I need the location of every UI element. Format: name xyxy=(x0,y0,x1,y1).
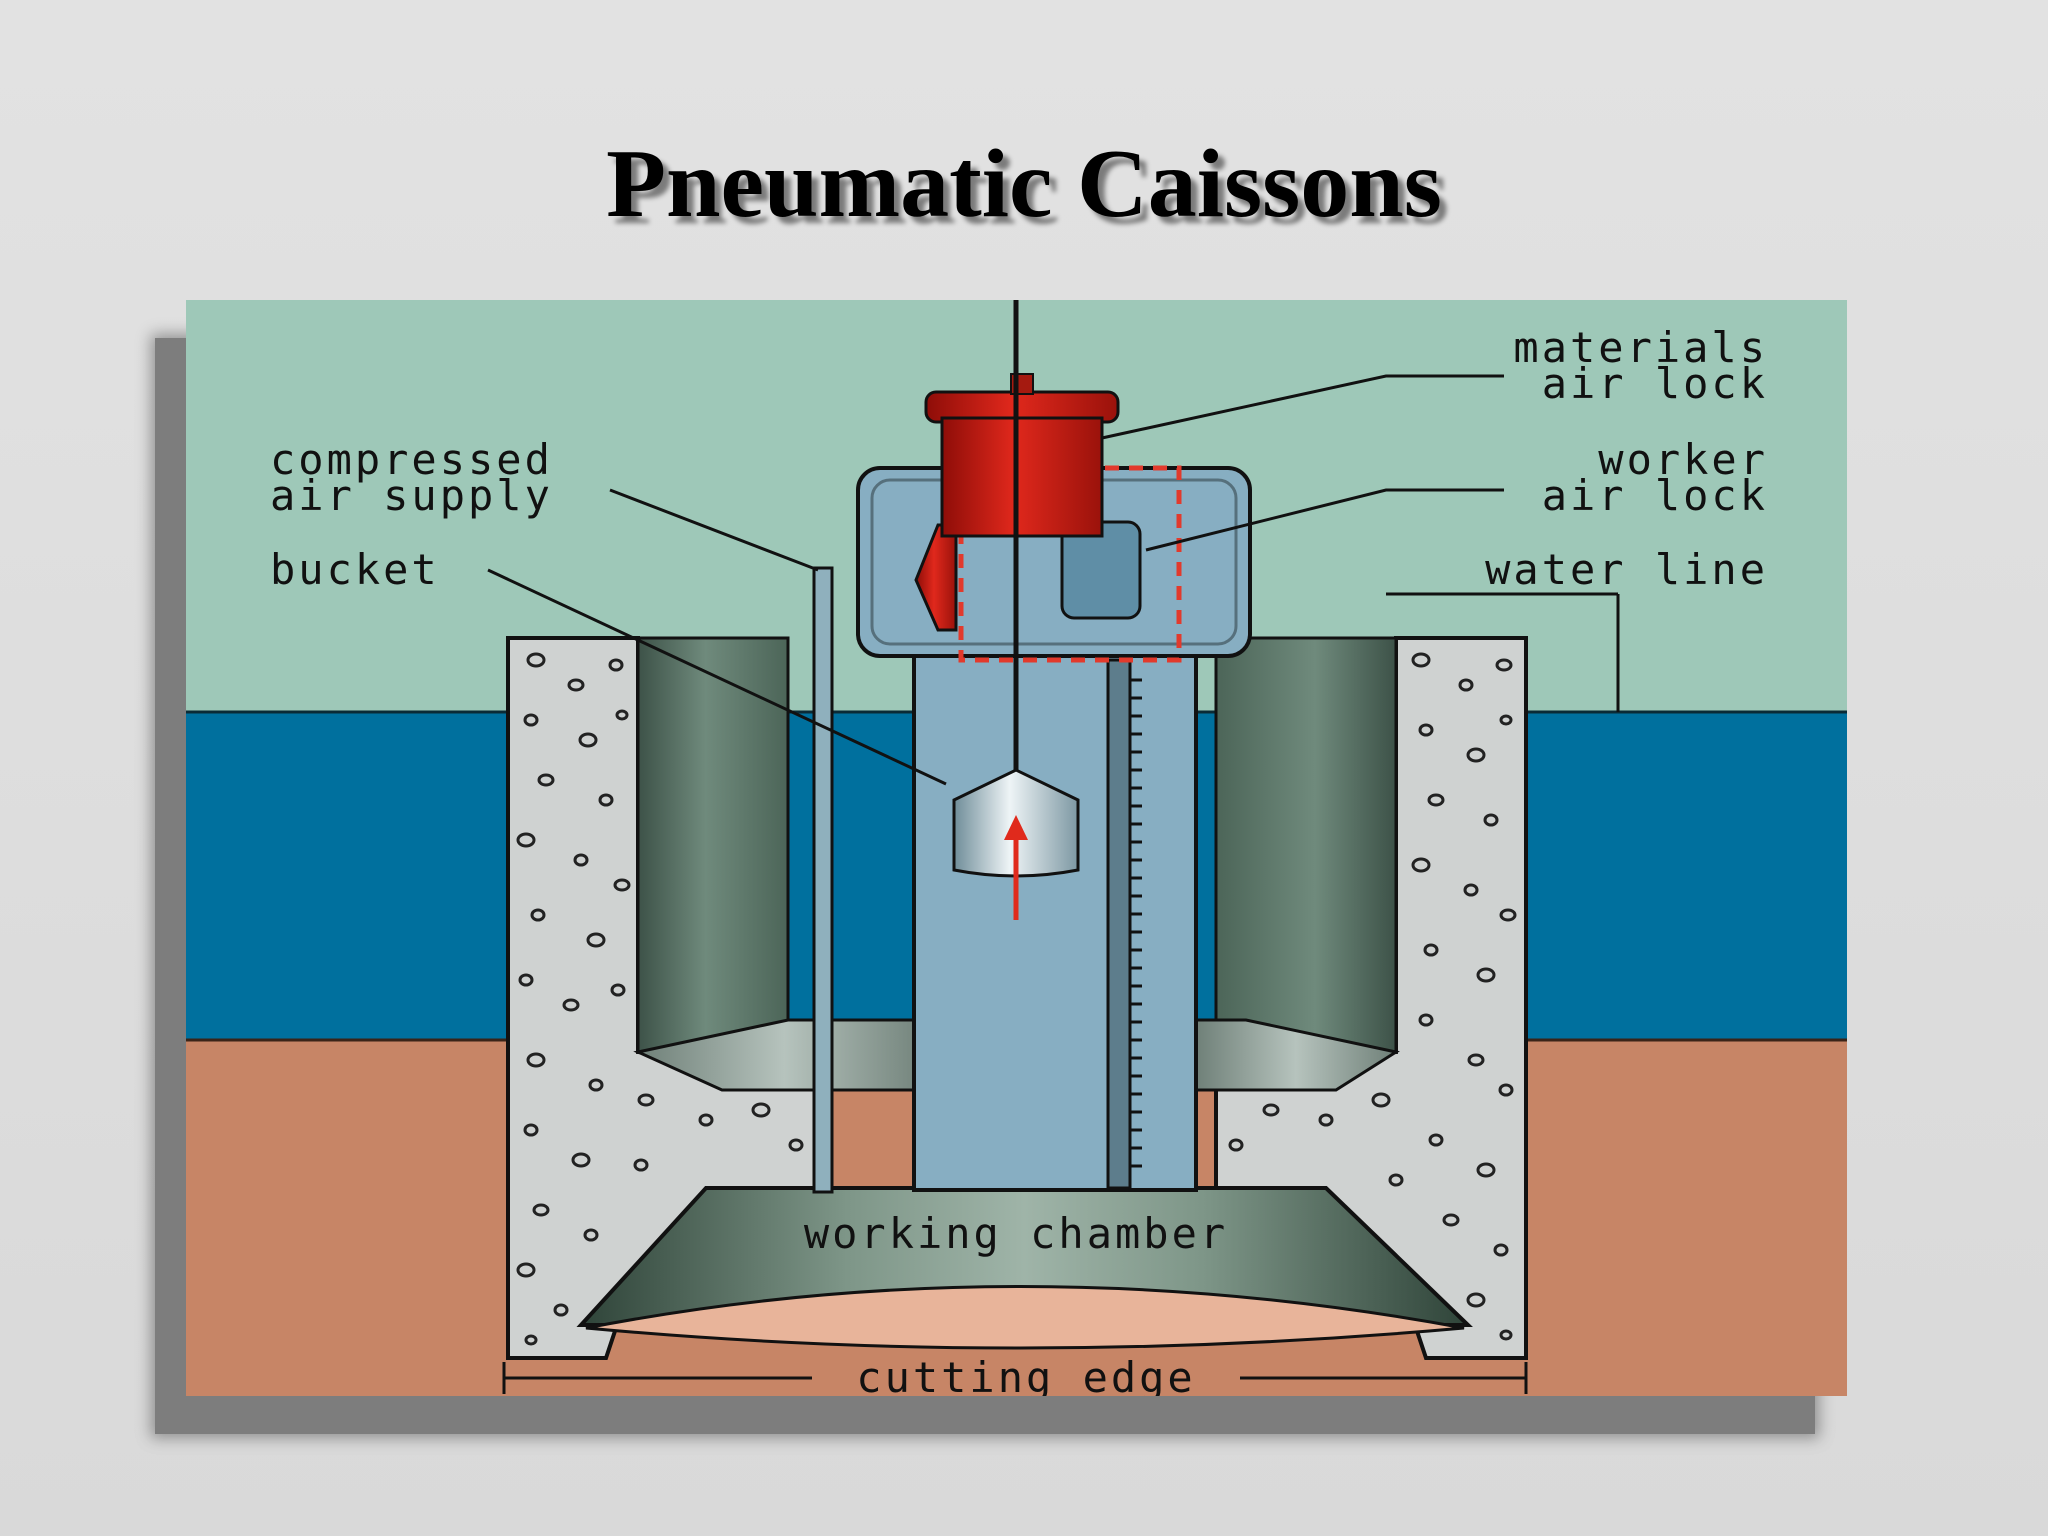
label-working-chamber: working chamber xyxy=(804,1209,1228,1258)
access-shaft xyxy=(912,636,1198,1192)
caisson-diagram: materials air lock worker air lock water… xyxy=(186,300,1847,1396)
compressed-air-pipe xyxy=(812,566,834,1194)
label-bucket: bucket xyxy=(270,545,440,594)
leader-lines xyxy=(487,374,1620,786)
concrete-aggregate xyxy=(516,652,1517,1346)
cutting-edge-dimension xyxy=(502,1362,1528,1394)
label-cutting-edge: cutting edge xyxy=(856,1353,1195,1396)
up-arrow-icon xyxy=(1004,815,1028,920)
inner-wall-right xyxy=(1214,636,1398,1054)
slide-title: Pneumatic Caissons xyxy=(606,130,1442,238)
ladder-rail xyxy=(1106,658,1132,1190)
label-compressed-air-supply-line1: compressed xyxy=(270,435,553,484)
label-worker-air-lock-line1: worker xyxy=(1598,435,1768,484)
label-materials-air-lock-line1: materials xyxy=(1513,323,1768,372)
label-worker-air-lock-line2: air lock xyxy=(1542,471,1768,520)
label-materials-air-lock-line2: air lock xyxy=(1542,359,1768,408)
label-compressed-air-supply-line2: air supply xyxy=(270,471,553,520)
label-water-line: water line xyxy=(1485,545,1768,594)
materials-air-lock xyxy=(940,416,1104,538)
inner-wall-left xyxy=(636,636,790,1054)
chamber-floor xyxy=(585,1285,1465,1350)
ladder-rungs xyxy=(1130,678,1142,1168)
